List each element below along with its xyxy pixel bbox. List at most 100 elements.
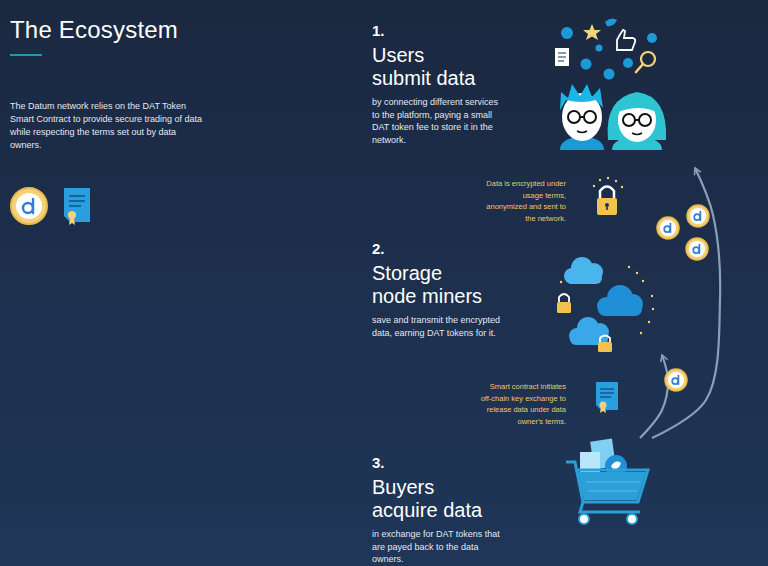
- page-title: The Ecosystem: [10, 16, 178, 44]
- social-icons: [604, 69, 615, 80]
- user-faces: [577, 131, 587, 133]
- storage-clouds: [598, 342, 612, 352]
- encryption-lock: [621, 186, 623, 188]
- user-faces: [560, 84, 603, 110]
- storage-clouds: [564, 257, 603, 284]
- step-block: 2. Storage node miners save and transmit t…: [372, 234, 702, 355]
- step-body: save and transmit the encrypted data, ea…: [372, 314, 506, 339]
- smart-contract-icon: [600, 392, 614, 393]
- smart-contract-icon: [596, 382, 618, 413]
- storage-clouds: [642, 280, 644, 282]
- callout-note: Data is encrypted under usage terms, ano…: [484, 178, 566, 224]
- title-underline: [10, 55, 42, 56]
- callout-note: Smart contract initiates off-chain key e…: [478, 381, 566, 427]
- storage-clouds: [628, 266, 630, 268]
- contract-document-icon: [64, 188, 90, 222]
- step-number: 2.: [372, 240, 702, 258]
- dat-coin-icon: [23, 203, 33, 213]
- step-block: 3.Buyers acquire datain exchange for DAT…: [372, 438, 702, 566]
- social-icons: [583, 24, 601, 40]
- dat-token: [693, 247, 699, 253]
- encryption-lock: [600, 187, 614, 199]
- encryption-lock: [615, 180, 617, 182]
- shopping-cart: [586, 482, 640, 483]
- storage-clouds: [559, 294, 569, 302]
- social-icons: [605, 18, 617, 26]
- storage-clouds: [640, 332, 642, 334]
- smart-contract-icon: [596, 382, 618, 410]
- social-icons: [555, 48, 569, 66]
- storage-clouds: [598, 302, 642, 316]
- dat-token: [657, 217, 679, 239]
- social-icons: [581, 59, 592, 70]
- contract-document-icon: [69, 205, 81, 207]
- contract-document-icon: [69, 218, 75, 225]
- smart-contract-icon: [600, 407, 606, 413]
- dat-token: [694, 214, 700, 220]
- shopping-cart: [566, 462, 648, 502]
- storage-clouds: [557, 257, 654, 352]
- social-icons: [636, 64, 643, 72]
- dat-token: [657, 217, 679, 239]
- dat-token: [665, 369, 687, 391]
- flow-arrow: [652, 168, 720, 438]
- storage-clouds: [557, 302, 571, 313]
- social-icons: [555, 18, 657, 79]
- encryption-lock: [593, 185, 595, 187]
- dat-token: [686, 238, 708, 260]
- dat-token: [660, 220, 676, 236]
- user-faces: [623, 114, 635, 126]
- flow-arrow: [640, 355, 668, 438]
- storage-clouds: [652, 308, 654, 310]
- intro-text: The Datum network relies on the DAT Toke…: [10, 100, 206, 152]
- user-faces: [618, 98, 656, 142]
- storage-clouds: [597, 285, 643, 316]
- social-icons: [558, 61, 564, 62]
- user-faces: [584, 111, 596, 123]
- step-block: 1. Users submit data by connecting differe…: [372, 18, 702, 168]
- contract-document-icon: [64, 188, 90, 225]
- dat-token: [699, 245, 701, 254]
- social-icons: [561, 27, 573, 39]
- user-faces: [618, 98, 656, 112]
- step-body: in exchange for DAT tokens that are paye…: [372, 528, 506, 566]
- dat-coin-icon: [32, 199, 34, 213]
- contract-document-icon: [69, 200, 85, 202]
- smart-contract-icon: [600, 388, 614, 389]
- dat-token: [670, 224, 672, 233]
- dat-token: [700, 212, 702, 221]
- shopping-cart: [578, 472, 646, 500]
- smart-contract-icon: [600, 396, 611, 397]
- shopping-cart: [566, 439, 648, 524]
- step-number: 1.: [372, 22, 702, 40]
- storage-clouds: [648, 321, 650, 323]
- dat-token: [690, 208, 706, 224]
- encryption-lock: [593, 177, 623, 215]
- social-icons: [558, 57, 566, 58]
- encryption-lock: [597, 198, 617, 215]
- social-icons: [647, 33, 657, 43]
- encryption-lock: [599, 179, 601, 181]
- dat-token: [687, 205, 709, 227]
- contract-document-icon: [68, 211, 76, 219]
- social-icons: [617, 30, 635, 50]
- storage-clouds: [566, 272, 602, 284]
- user-faces: [635, 119, 639, 121]
- dat-token: [672, 378, 678, 384]
- social-icons: [558, 53, 566, 54]
- storage-clouds: [560, 281, 562, 283]
- user-faces: [568, 111, 580, 123]
- dat-token: [687, 205, 709, 227]
- step-body: by connecting different services to the …: [372, 96, 506, 146]
- dat-token: [678, 376, 680, 385]
- user-faces: [580, 116, 584, 118]
- social-icons: [596, 45, 603, 52]
- dat-token: [665, 369, 687, 391]
- step-heading: Storage node miners: [372, 262, 486, 308]
- shopping-cart: [627, 514, 637, 524]
- contract-document-icon: [69, 195, 85, 197]
- step-heading: Users submit data: [372, 44, 486, 90]
- shopping-cart: [611, 462, 621, 470]
- encryption-lock: [607, 177, 609, 179]
